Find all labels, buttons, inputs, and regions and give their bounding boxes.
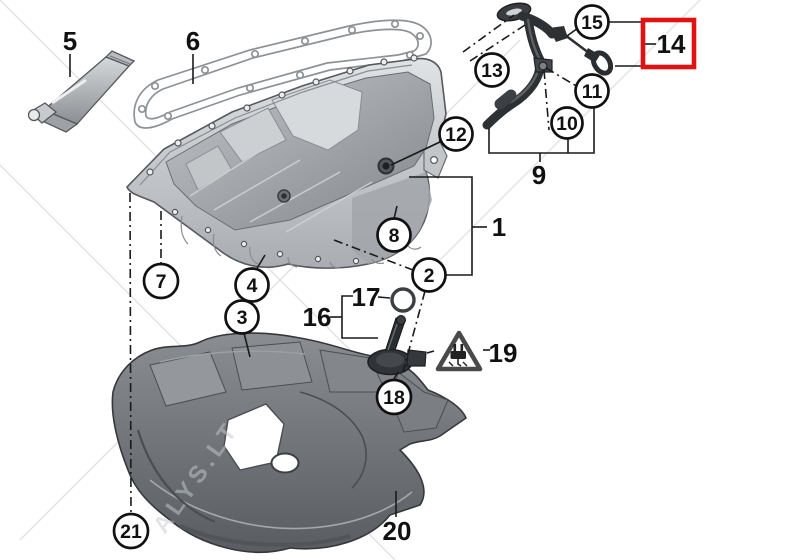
bracket-16-17 [330,295,391,339]
bracket-14 [608,21,656,67]
svg-text:11[interactable]: 11 [582,81,603,103]
plain-labels: 5 6 14 9 1 16 17 19 20 [63,26,686,546]
leader-21 [129,192,132,515]
probe-highlight [387,323,398,351]
leader-2a [333,239,414,271]
circled-callouts: 13 15 11 10 12 8 2 7 4 3 18 21 [112,4,610,550]
tube-highlight [51,78,87,105]
label-9[interactable]: 9 [532,160,546,190]
oil-level-sensor-drawing [367,315,427,376]
label-5[interactable]: 5 [63,26,77,56]
leader-4 [255,254,266,271]
gasket-bolt-holes [137,19,425,121]
svg-text:21[interactable]: 21 [120,521,142,543]
leader-13b [469,24,526,62]
label-20[interactable]: 20 [383,516,412,546]
oil-pan-drawing [126,54,448,269]
label-17[interactable]: 17 [352,282,381,312]
svg-text:2[interactable]: 2 [424,265,435,287]
label-6[interactable]: 6 [186,26,200,56]
callout-7[interactable]: 7 [142,262,180,300]
dipstick-handle-loop [590,50,614,76]
label-1[interactable]: 1 [492,212,506,242]
o-ring-drawing [390,287,416,313]
dipstick-drawing [560,30,614,76]
callout-11[interactable]: 11 [574,73,610,109]
svg-text:4[interactable]: 4 [247,275,258,297]
svg-text:13[interactable]: 13 [481,60,503,82]
svg-text:7[interactable]: 7 [156,271,167,293]
leader-13a [462,14,515,53]
sensor-flange-top [376,352,404,368]
gasket-outer-edge [133,19,432,129]
dipstick-rod [560,30,590,55]
cover-contours [136,350,413,547]
watermark-line [439,0,701,261]
bracket-1 [409,176,487,276]
oil-pan-flange-inner-line [139,64,413,186]
warning-triangle-icon [435,330,483,372]
nozzle-tip [27,108,41,122]
leader-3 [243,332,251,358]
gasket-drawing [133,19,432,129]
sealant-tube-drawing [27,50,136,133]
svg-text:12[interactable]: 12 [445,124,467,146]
label-16[interactable]: 16 [303,302,332,332]
leader-18 [393,371,399,380]
sensor-probe-tip [396,315,406,325]
crimp-line [109,55,131,65]
oil-pan-wall-scallops [180,215,422,269]
callout-15[interactable]: 15 [574,4,610,40]
oil-pan-baffles [185,79,363,191]
tube-lower-sleeve [494,89,517,110]
callout-10[interactable]: 10 [550,106,584,140]
mid-bracket-bolt [538,61,548,71]
leader-2b [402,290,426,373]
svg-text:8[interactable]: 8 [389,225,400,247]
highlight-box-14 [640,17,697,70]
leader-10 [543,69,550,131]
oil-pan-flange-bolts [146,54,418,265]
bracket-bolt-hole [430,156,439,165]
callout-2[interactable]: 2 [411,257,447,293]
leader-lines [69,14,656,517]
tube-funnel-opening [549,26,568,42]
callout-13[interactable]: 13 [474,52,510,88]
leader-19a [426,350,435,354]
leader-12 [390,140,443,166]
callout-18[interactable]: 18 [375,378,413,416]
svg-text:18[interactable]: 18 [383,387,405,409]
leader-11 [545,67,579,88]
label-14[interactable]: 14 [657,29,686,59]
bracket-9 [488,107,595,162]
callout-21[interactable]: 21 [112,512,150,550]
svg-text:10[interactable]: 10 [556,113,578,135]
oil-pan-ribs [189,149,373,233]
callout-12[interactable]: 12 [438,116,474,152]
callout-3[interactable]: 3 [224,299,260,335]
cover-round-hole [270,452,300,474]
guide-tube-drawing [482,2,568,130]
label-19[interactable]: 19 [489,338,518,368]
drain-plug-center [281,193,287,199]
svg-text:3[interactable]: 3 [237,307,248,329]
sensor-connector [406,349,427,367]
dipstick-tube-seal-center [382,162,390,170]
callout-8[interactable]: 8 [376,217,412,253]
plug-icon [448,344,468,367]
tube-top-bracket-slot [506,8,522,16]
svg-text:15[interactable]: 15 [581,12,603,34]
callout-4[interactable]: 4 [234,267,270,303]
sealant-tube-body [42,56,131,125]
leader-8 [393,205,398,220]
